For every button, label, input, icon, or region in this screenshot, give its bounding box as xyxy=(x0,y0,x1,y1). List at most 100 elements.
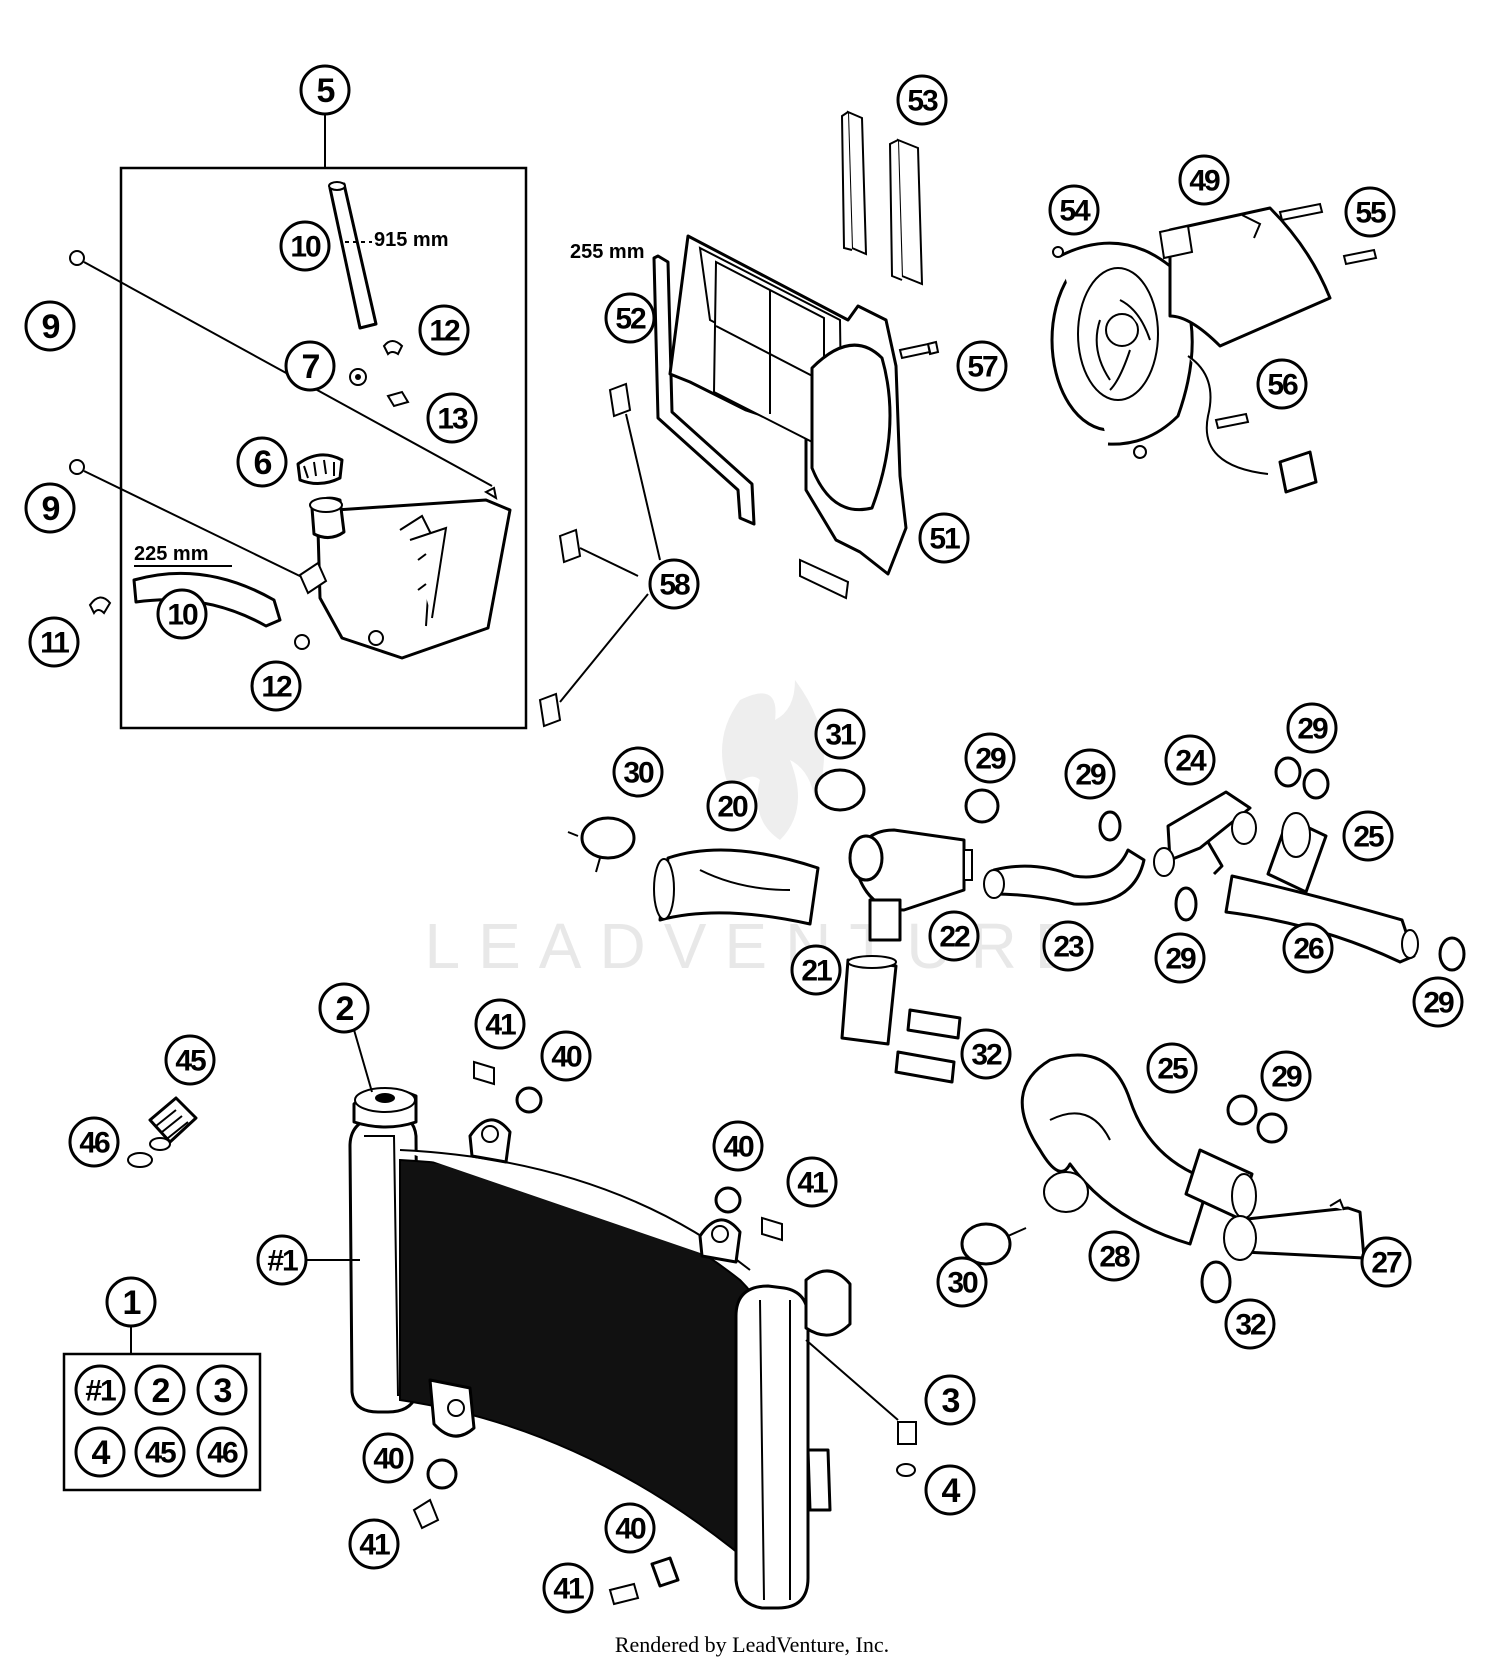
seal-strip xyxy=(652,254,756,526)
callout-label: 57 xyxy=(967,351,998,384)
callout-circle xyxy=(1048,184,1100,236)
callout-circle xyxy=(299,64,351,116)
callout-label: 41 xyxy=(485,1009,516,1042)
cooling-fan xyxy=(1050,241,1318,494)
callout-label: 22 xyxy=(939,921,970,954)
callout-11: 11 xyxy=(28,616,80,668)
callout-label: 51 xyxy=(929,523,960,556)
callout-circle xyxy=(924,1374,976,1426)
screw-56 xyxy=(1214,412,1250,430)
callout-label: 56 xyxy=(1267,369,1298,402)
callout-circle xyxy=(928,910,980,962)
callout-circle xyxy=(1164,734,1216,786)
callout-2: 2 xyxy=(318,982,370,1034)
clip-58a xyxy=(608,382,632,418)
callout-4: 4 xyxy=(74,1426,126,1478)
callout-circle xyxy=(164,1034,216,1086)
callout-label: 41 xyxy=(553,1573,584,1606)
callout-circle xyxy=(1282,922,1334,974)
callout-30b: 30 xyxy=(936,1256,988,1308)
temp-sensor xyxy=(148,1096,198,1151)
callout-label: 12 xyxy=(429,315,460,348)
tank-cap xyxy=(296,453,344,485)
fan-shroud xyxy=(668,234,908,600)
clamp-29f xyxy=(1226,1094,1288,1144)
clamp-30b xyxy=(960,1222,1027,1266)
callout-circle xyxy=(318,982,370,1034)
clamp-12-lower xyxy=(294,634,310,650)
callout-label: 54 xyxy=(1059,195,1091,228)
callout-label: 1 xyxy=(123,1284,141,1322)
clamp-32b xyxy=(1200,1260,1232,1304)
callout-circle xyxy=(1256,358,1308,410)
callout-circle xyxy=(1412,976,1464,1028)
hose-upper xyxy=(328,181,378,330)
callout-hash1: #1 xyxy=(256,1234,308,1286)
callout-45: 45 xyxy=(134,1426,186,1478)
callout-circle xyxy=(426,392,478,444)
callout-circle xyxy=(474,998,526,1050)
clip-strip-53a xyxy=(840,110,868,256)
callout-circle xyxy=(362,1432,414,1484)
clip-58c xyxy=(538,692,562,728)
screw-55a xyxy=(1278,202,1324,222)
callout-circle xyxy=(956,340,1008,392)
callout-circle xyxy=(105,1276,157,1328)
callout-circle xyxy=(1154,932,1206,984)
clamp-30a xyxy=(567,816,636,873)
callout-circle xyxy=(1178,154,1230,206)
callout-hash1: #1 xyxy=(74,1364,126,1416)
callout-41c: 41 xyxy=(348,1518,400,1570)
callout-circle xyxy=(604,1502,656,1554)
screw-41d xyxy=(608,1582,640,1606)
callout-25b: 25 xyxy=(1146,1042,1198,1094)
callout-label: 24 xyxy=(1175,745,1207,778)
grommet-40c xyxy=(426,1458,458,1490)
expansion-tank-group-frame xyxy=(119,166,528,730)
clip-58b xyxy=(558,528,582,564)
screw-13 xyxy=(386,390,410,408)
callout-circle xyxy=(279,220,331,272)
callout-label: 7 xyxy=(302,348,320,386)
callout-circle xyxy=(1042,920,1094,972)
callout-30a: 30 xyxy=(612,746,664,798)
watermark-text: LEADVENTURE xyxy=(425,910,1096,982)
callout-7: 7 xyxy=(284,340,336,392)
callout-21: 21 xyxy=(790,944,842,996)
callout-circle xyxy=(256,1234,308,1286)
callout-circle xyxy=(1286,702,1338,754)
radiator xyxy=(348,1087,852,1610)
callout-label: 31 xyxy=(825,719,856,752)
callout-circle xyxy=(918,512,970,564)
hose-25b xyxy=(1184,1148,1257,1220)
callout-41b: 41 xyxy=(786,1156,838,1208)
callout-29c: 29 xyxy=(1286,702,1338,754)
screw-9-upper xyxy=(69,250,85,266)
callout-13: 13 xyxy=(426,392,478,444)
callout-label: 25 xyxy=(1157,1053,1188,1086)
callout-57: 57 xyxy=(956,340,1008,392)
callout-label: 46 xyxy=(207,1437,238,1470)
clamp-29a xyxy=(964,788,1000,824)
callout-circle xyxy=(790,944,842,996)
screw-41a xyxy=(473,1060,495,1086)
callout-label: #1 xyxy=(267,1245,298,1278)
hose-21 xyxy=(840,955,898,1046)
callout-3: 3 xyxy=(924,1374,976,1426)
callout-circle xyxy=(24,300,76,352)
callout-29f: 29 xyxy=(1260,1050,1312,1102)
callout-label: 45 xyxy=(145,1437,176,1470)
callout-label: 40 xyxy=(615,1513,646,1546)
callout-58: 58 xyxy=(648,558,700,610)
callout-circle xyxy=(74,1364,126,1416)
callout-circle xyxy=(540,1030,592,1082)
clamp-32a xyxy=(894,1008,962,1084)
callout-label: 26 xyxy=(1293,933,1324,966)
callout-46: 46 xyxy=(196,1426,248,1478)
footer-credit: Rendered by LeadVenture, Inc. xyxy=(615,1632,889,1657)
callout-label: 41 xyxy=(359,1529,390,1562)
callout-circle xyxy=(1260,1050,1312,1102)
callout-29d: 29 xyxy=(1154,932,1206,984)
callout-1: 1 xyxy=(105,1276,157,1328)
